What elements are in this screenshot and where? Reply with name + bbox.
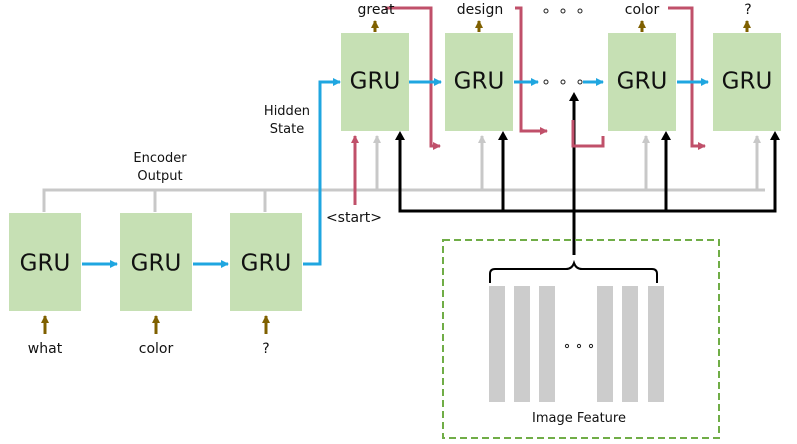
decoder-output-word-2: design [457,2,503,18]
encoder-input-word-1: what [28,341,63,357]
gru-label: GRU [350,69,401,95]
decoder-gru-4: GRU [713,33,781,131]
gru-label: GRU [722,69,773,95]
encoder-output-lines [42,135,765,212]
encoder-input-word-2: color [139,341,174,357]
ellipsis-features [564,343,594,349]
encoder-output-label-line2: Output [137,169,182,184]
encoder-gru-3: GRU [230,213,302,311]
hidden-state-label-line1: Hidden [264,104,310,119]
hidden-state-label-line2: State [270,122,304,137]
gru-label: GRU [131,251,182,277]
feature-bar [489,286,505,402]
ellipsis-decoder [543,79,583,85]
feature-bar [539,286,555,402]
gru-label: GRU [454,69,505,95]
feedback-lines [351,6,706,205]
decoder-gru-2: GRU [445,33,513,131]
hidden-state-arrows [82,78,709,268]
gru-label: GRU [617,69,668,95]
encoder-input-word-3: ? [262,341,269,357]
encoder-gru-2: GRU [120,213,192,311]
gru-label: GRU [241,251,292,277]
input-arrows [41,315,270,334]
feature-bracket [489,259,658,283]
image-feature-box [442,239,720,439]
image-feature-arrowheads [395,92,780,140]
decoder-output-word-3: color [625,2,660,18]
start-token-label: <start> [326,210,382,226]
feature-bars [489,286,664,402]
encoder-output-label-line1: Encoder [133,151,187,166]
decoder-output-word-1: great [357,2,395,18]
decoder-output-word-4: ? [744,2,751,18]
feature-bar [622,286,638,402]
decoder-gru-1: GRU [341,33,409,131]
feature-bar [514,286,530,402]
output-arrows [371,20,751,32]
gru-label: GRU [20,251,71,277]
decoder-gru-3: GRU [608,33,676,131]
image-feature-label: Image Feature [532,411,626,426]
feature-bar [648,286,664,402]
ellipsis-top-words [543,8,583,14]
feature-bar [597,286,613,402]
encoder-gru-1: GRU [9,213,81,311]
